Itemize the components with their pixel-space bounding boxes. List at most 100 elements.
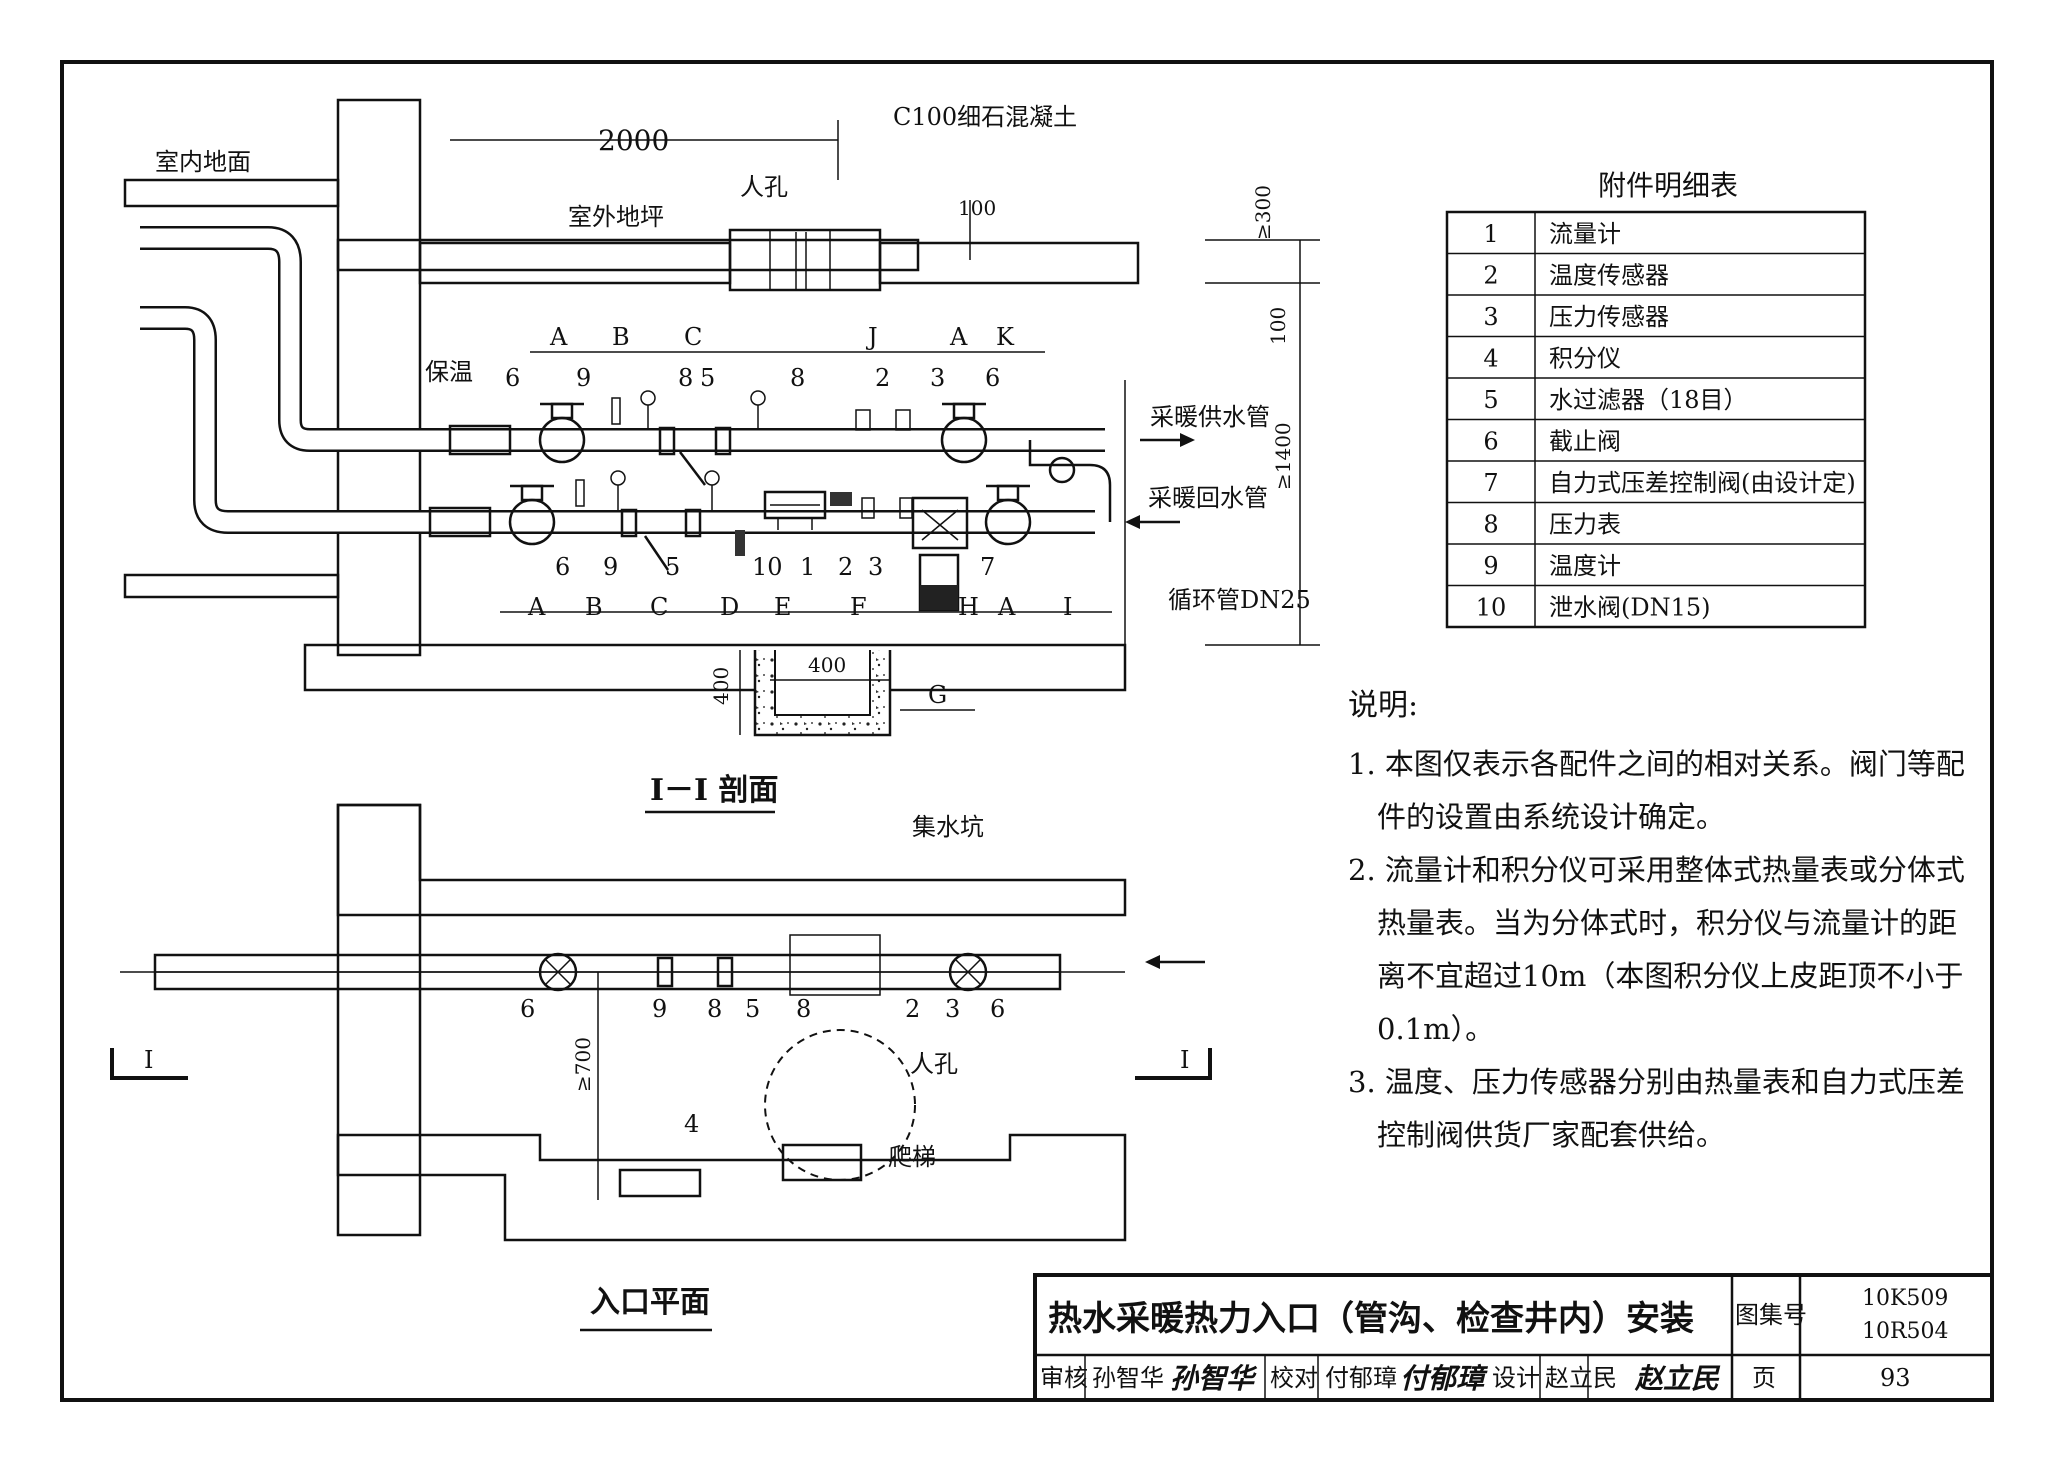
parts-name: 泄水阀(DN15) <box>1549 594 1711 622</box>
dim-400-width: 400 <box>808 653 846 677</box>
callout-number: 6 <box>985 364 1000 392</box>
parts-name: 流量计 <box>1549 220 1621 248</box>
stop-valve-icon <box>508 484 556 546</box>
dimension-segment-label: J <box>865 323 878 351</box>
dp-control-valve-icon <box>911 496 969 612</box>
callout-number: 2 <box>905 995 920 1023</box>
notes-heading: 说明: <box>1348 688 1418 723</box>
callout-number: 2 <box>838 553 853 581</box>
note-line: 控制阀供货厂家配套供给。 <box>1377 1118 1725 1152</box>
sump-plan <box>789 934 881 996</box>
outdoor-floor-label: 室外地坪 <box>568 203 664 231</box>
note-line: 1. 本图仅表示各配件之间的相对关系。阀门等配 <box>1348 747 1965 781</box>
parts-no: 1 <box>1483 220 1498 248</box>
note-line: 离不宜超过10m（本图积分仪上皮距顶不小于 <box>1377 959 1963 993</box>
section-mark-left: I <box>144 1046 153 1074</box>
pit-segment-label: G <box>928 681 947 709</box>
dim-1400: ≥1400 <box>1271 422 1295 490</box>
page-number: 93 <box>1880 1364 1911 1392</box>
callout-number: 9 <box>652 995 667 1023</box>
callout-number: 2 <box>875 364 890 392</box>
callout-number: 9 <box>576 364 591 392</box>
indoor-floor-slab <box>123 178 340 208</box>
callout-number: 9 <box>603 553 618 581</box>
callout-number: 5 <box>745 995 760 1023</box>
callout-number: 8 <box>796 995 811 1023</box>
parts-name: 温度计 <box>1549 552 1621 580</box>
callout-number: 7 <box>980 553 995 581</box>
dim-300: ≥300 <box>1251 185 1275 240</box>
parts-no: 7 <box>1483 469 1498 497</box>
section-title: I－I 剖面 <box>650 773 779 808</box>
section-mark-right: I <box>1180 1046 1189 1074</box>
note-line: 2. 流量计和积分仪可采用整体式热量表或分体式 <box>1348 853 1965 887</box>
manhole-shaft <box>769 229 831 291</box>
reviewer-signature: 孙智华 <box>1170 1362 1258 1395</box>
dim-100: 100 <box>1266 307 1290 345</box>
filter-icon <box>620 508 702 571</box>
atlas-no-1: 10K509 <box>1862 1286 1948 1311</box>
dimension-segment-label: B <box>612 323 630 351</box>
atlas-no-2: 10R504 <box>1862 1319 1949 1344</box>
drawing-title: 热水采暖热力入口（管沟、检查井内）安装 <box>1048 1299 1694 1339</box>
review-label: 审核 <box>1040 1364 1088 1392</box>
circulation-pipe <box>1028 440 1112 522</box>
indoor-lower-slab <box>123 573 340 599</box>
return-pipe-label: 采暖回水管 <box>1148 484 1268 512</box>
reviewer-name: 孙智华 <box>1092 1364 1164 1392</box>
dimension-segment-label: C <box>650 593 668 621</box>
plan-title: 入口平面 <box>590 1285 710 1320</box>
callout-number: 3 <box>945 995 960 1023</box>
callout-number: 6 <box>555 553 570 581</box>
ladder-label: 爬梯 <box>888 1143 936 1171</box>
plan-manhole-label: 人孔 <box>910 1050 958 1078</box>
plan-wall-left-thick <box>336 803 422 1237</box>
thermometer-icon <box>611 397 621 425</box>
note-line: 3. 温度、压力传感器分别由热量表和自力式压差 <box>1348 1065 1965 1099</box>
callout-number: 8 <box>790 364 805 392</box>
parts-name: 压力表 <box>1549 511 1621 539</box>
note-line: 件的设置由系统设计确定。 <box>1377 800 1725 834</box>
parts-no: 8 <box>1483 511 1498 539</box>
concrete-label: C100细石混凝土 <box>893 103 1077 131</box>
pressure-gauge-icon <box>610 390 766 512</box>
parts-table-title: 附件明细表 <box>1598 169 1738 202</box>
parts-no: 6 <box>1483 428 1498 456</box>
parts-no: 4 <box>1483 345 1498 373</box>
indoor-floor-label: 室内地面 <box>155 148 251 176</box>
drain-valve-icon <box>735 530 745 556</box>
supply-pipe-label: 采暖供水管 <box>1150 403 1270 431</box>
parts-no: 9 <box>1483 552 1498 580</box>
filter-icon <box>658 426 732 486</box>
thermometer-icon <box>575 479 585 507</box>
flow-arrow-icon <box>1145 955 1205 969</box>
title-block <box>1033 1273 1994 1402</box>
checker-name: 付郁璋 <box>1325 1364 1397 1392</box>
sheet-border <box>60 60 1994 1402</box>
dim-2000: 2000 <box>598 124 669 157</box>
parts-no: 2 <box>1483 262 1498 290</box>
integrator-callout: 4 <box>684 1110 699 1138</box>
parts-name: 截止阀 <box>1549 428 1621 456</box>
parts-name: 水过滤器（18目） <box>1549 386 1748 414</box>
callout-number: 5 <box>700 364 715 392</box>
plan-view <box>110 803 1212 1242</box>
dimension-segment-label: K <box>996 323 1015 351</box>
manhole-label: 人孔 <box>740 173 788 201</box>
plan-wall-left <box>336 803 1127 917</box>
dimension-segment-label: H <box>958 593 979 621</box>
insulation-sleeve <box>448 424 512 456</box>
callout-number: 5 <box>665 553 680 581</box>
callout-number: 6 <box>505 364 520 392</box>
section-view <box>123 98 1320 737</box>
stop-valve-icon <box>538 402 586 464</box>
dimension-segment-label: A <box>997 593 1016 621</box>
flow-arrow-icon <box>1125 433 1195 529</box>
sump-label: 集水坑 <box>912 813 984 841</box>
